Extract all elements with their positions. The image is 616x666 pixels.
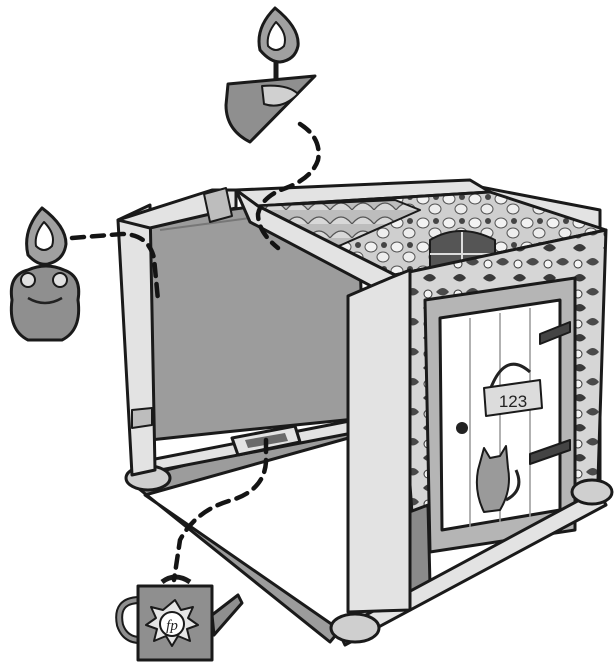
frog-toy [11,208,78,340]
frog-icon [11,266,78,340]
door-knob-icon [456,422,468,434]
watering-can-toy: fp [119,577,242,660]
door-number-text: 123 [499,392,527,411]
toy-ring-icon [27,208,66,264]
sun-logo-icon: fp [146,600,198,646]
tent-door-panel: 123 [425,278,575,552]
cone-toy [226,8,315,142]
watering-can-logo-text: fp [166,618,178,634]
toy-ring-icon [259,8,298,62]
